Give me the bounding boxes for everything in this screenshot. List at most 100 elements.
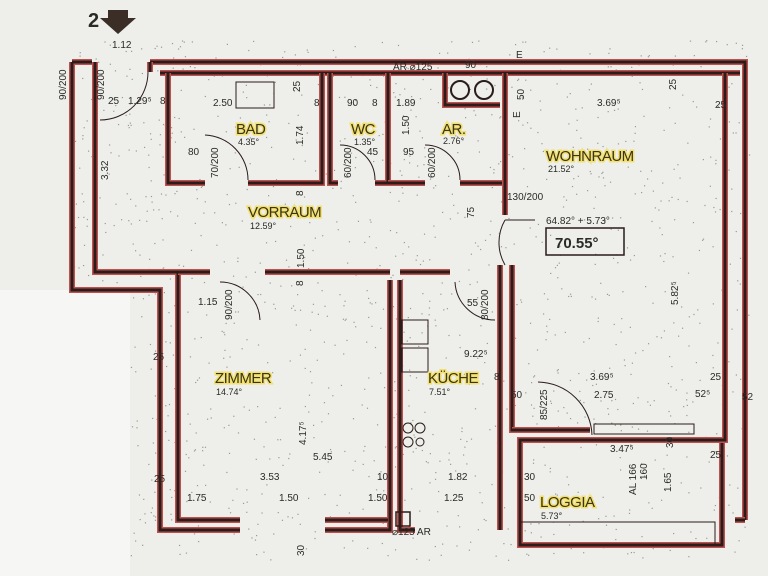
noise-dot — [206, 418, 209, 420]
noise-dot — [257, 293, 259, 296]
noise-dot — [610, 228, 612, 230]
noise-dot — [223, 357, 225, 359]
entrance-door-swing[interactable] — [99, 71, 149, 121]
noise-dot — [251, 537, 253, 539]
noise-dot — [538, 523, 540, 525]
noise-dot — [461, 427, 463, 429]
noise-dot — [546, 331, 548, 333]
noise-dot — [735, 230, 737, 233]
loggia-door-swing[interactable] — [537, 381, 593, 436]
noise-dot — [491, 483, 493, 486]
noise-dot — [732, 512, 734, 514]
noise-dot — [198, 377, 201, 379]
noise-dot — [451, 293, 453, 295]
noise-dot — [700, 487, 702, 489]
noise-dot — [441, 211, 444, 214]
dimension-label: 50 — [524, 493, 536, 504]
noise-dot — [706, 40, 708, 42]
dimension-label: 8 — [295, 190, 306, 196]
noise-dot — [312, 424, 315, 426]
noise-dot — [136, 427, 138, 429]
noise-dot — [373, 160, 375, 163]
noise-dot — [274, 81, 276, 83]
noise-dot — [83, 216, 85, 218]
noise-dot — [379, 265, 381, 267]
noise-dot — [159, 134, 162, 136]
noise-dot — [412, 451, 414, 453]
noise-dot — [583, 401, 585, 404]
noise-dot — [739, 257, 742, 259]
noise-dot — [74, 140, 77, 142]
noise-dot — [103, 109, 105, 111]
noise-dot — [409, 337, 411, 339]
shaft-symbol-icon — [450, 80, 470, 100]
noise-dot — [620, 331, 622, 333]
noise-dot — [438, 52, 441, 54]
dimension-label: 3.53 — [260, 472, 280, 483]
noise-dot — [305, 548, 308, 550]
noise-dot — [140, 275, 142, 277]
noise-dot — [171, 519, 173, 521]
noise-dot — [126, 75, 128, 77]
noise-dot — [532, 415, 534, 417]
noise-dot — [205, 484, 207, 486]
wohnraum-door-swing[interactable] — [498, 219, 535, 266]
noise-dot — [637, 428, 640, 430]
noise-dot — [434, 478, 437, 480]
ar-door-swing[interactable] — [424, 144, 461, 181]
noise-dot — [319, 471, 321, 473]
noise-dot — [735, 132, 737, 134]
noise-dot — [353, 104, 356, 106]
noise-dot — [228, 424, 230, 426]
wc-door-swing[interactable] — [339, 144, 376, 181]
noise-dot — [354, 460, 356, 462]
noise-dot — [595, 383, 597, 385]
noise-dot — [200, 186, 202, 188]
kueche-door-swing[interactable] — [454, 281, 496, 321]
noise-dot — [625, 140, 627, 143]
noise-dot — [395, 318, 398, 320]
noise-dot — [336, 221, 338, 223]
noise-dot — [235, 311, 237, 313]
noise-dot — [125, 50, 127, 53]
noise-dot — [311, 311, 313, 313]
noise-dot — [542, 313, 545, 315]
noise-dot — [75, 203, 77, 205]
noise-dot — [477, 529, 479, 531]
noise-dot — [623, 359, 626, 361]
noise-dot — [308, 411, 310, 413]
noise-dot — [461, 430, 463, 433]
noise-dot — [255, 133, 257, 135]
noise-dot — [468, 549, 471, 551]
noise-dot — [369, 79, 371, 81]
noise-dot — [503, 380, 505, 382]
noise-dot — [202, 446, 204, 448]
noise-dot — [592, 160, 595, 162]
bad-door-swing[interactable] — [204, 134, 249, 181]
room-name: BAD — [236, 121, 266, 138]
noise-dot — [174, 388, 176, 390]
noise-dot — [200, 234, 202, 237]
noise-dot — [489, 166, 492, 169]
dimension-label: AL 166 — [628, 463, 639, 495]
noise-dot — [86, 218, 89, 221]
zimmer-door-swing[interactable] — [219, 281, 261, 321]
noise-dot — [620, 424, 622, 426]
noise-dot — [189, 66, 192, 68]
noise-dot — [395, 446, 398, 448]
noise-dot — [142, 544, 144, 546]
noise-dot — [376, 424, 379, 426]
noise-dot — [465, 117, 467, 119]
noise-dot — [647, 401, 649, 403]
stove-burner-icon — [415, 437, 425, 447]
noise-dot — [350, 152, 353, 154]
noise-dot — [662, 182, 664, 184]
noise-dot — [267, 362, 269, 364]
noise-dot — [686, 404, 688, 407]
noise-dot — [165, 405, 167, 407]
noise-dot — [611, 422, 613, 424]
noise-dot — [543, 446, 545, 448]
noise-dot — [424, 411, 426, 413]
noise-dot — [344, 138, 346, 140]
noise-dot — [367, 547, 369, 549]
